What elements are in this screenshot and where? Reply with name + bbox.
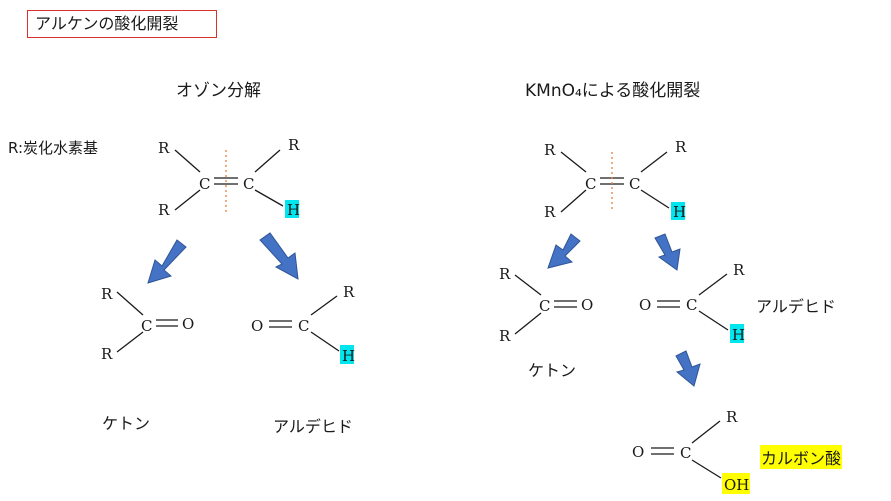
reaction-arrow-icon [547, 233, 581, 269]
atom-o: O [581, 296, 593, 314]
atom-c: C [629, 175, 640, 193]
bond [116, 291, 144, 316]
bond [310, 331, 340, 352]
page-title: アルケンの酸化開裂 [35, 14, 179, 33]
reaction-arrow-icon [147, 239, 187, 284]
bond [116, 331, 144, 353]
atom-h: H [673, 203, 686, 221]
bond [254, 149, 281, 173]
bond [698, 310, 729, 331]
atom-c: C [141, 317, 152, 335]
ozonolysis-aldehyde: O C R H [251, 283, 355, 365]
atom-c: C [298, 317, 309, 335]
atom-o: O [639, 296, 651, 314]
reaction-arrow-icon [675, 350, 701, 387]
atom-c: C [199, 175, 210, 193]
atom-oh: OH [724, 476, 749, 494]
bond [698, 273, 728, 296]
atom-c: C [680, 444, 691, 462]
h-highlight [671, 202, 685, 220]
atom-o: O [251, 317, 263, 335]
kmno4-aldehyde-label: アルデヒド [756, 297, 836, 316]
oh-highlight [722, 473, 750, 494]
bond [310, 295, 338, 316]
atom-c: C [585, 175, 596, 193]
atom-h: H [732, 326, 745, 344]
atom-r: R [158, 201, 170, 219]
kmno4-aldehyde: O C R H [639, 261, 745, 344]
atom-o: O [182, 315, 194, 333]
kmno4-ketone: R R C O [499, 265, 593, 345]
bond [640, 189, 670, 209]
carboxylic-acid-label: カルボン酸 [760, 445, 843, 469]
atom-r: R [733, 261, 745, 279]
kmno4-heading: KMnO₄による酸化開裂 [525, 81, 701, 101]
atom-o: O [632, 443, 644, 461]
atom-r: R [675, 138, 687, 156]
bond [560, 151, 587, 173]
r-definition-note: R:炭化水素基 [8, 139, 99, 157]
reaction-arrow-icon [654, 233, 681, 271]
bond [691, 420, 721, 444]
ozonolysis-alkene: R R C C R H [158, 136, 300, 219]
atom-h: H [287, 201, 300, 219]
kmno4-alkene: R R C C R H [544, 138, 687, 221]
bond [560, 189, 587, 213]
bond [514, 274, 542, 296]
atom-r: R [726, 408, 738, 426]
atom-r: R [544, 141, 556, 159]
bond [514, 312, 542, 335]
h-highlight [730, 324, 744, 343]
ozonolysis-ketone: R R C O [101, 285, 194, 363]
atom-r: R [499, 327, 511, 345]
bond [640, 151, 668, 173]
carboxylic-acid: O C R OH [632, 408, 750, 494]
atom-r: R [101, 345, 113, 363]
h-highlight [340, 345, 354, 364]
bond [691, 459, 722, 479]
atom-r: R [544, 203, 556, 221]
bond [174, 189, 201, 211]
atom-h: H [342, 347, 355, 365]
title-box: アルケンの酸化開裂 [27, 10, 217, 38]
h-highlight [285, 200, 299, 218]
reaction-arrow-icon [259, 232, 299, 280]
atom-c: C [686, 296, 697, 314]
atom-r: R [343, 283, 355, 301]
ozonolysis-heading: オゾン分解 [176, 81, 261, 101]
atom-r: R [101, 285, 113, 303]
atom-r: R [288, 136, 300, 154]
bond [254, 189, 284, 207]
ozonolysis-aldehyde-label: アルデヒド [273, 417, 353, 436]
atom-c: C [243, 175, 254, 193]
atom-c: C [539, 297, 550, 315]
atom-r: R [158, 139, 170, 157]
bond [174, 149, 201, 173]
ozonolysis-ketone-label: ケトン [102, 414, 151, 433]
kmno4-ketone-label: ケトン [528, 361, 577, 380]
atom-r: R [499, 265, 511, 283]
